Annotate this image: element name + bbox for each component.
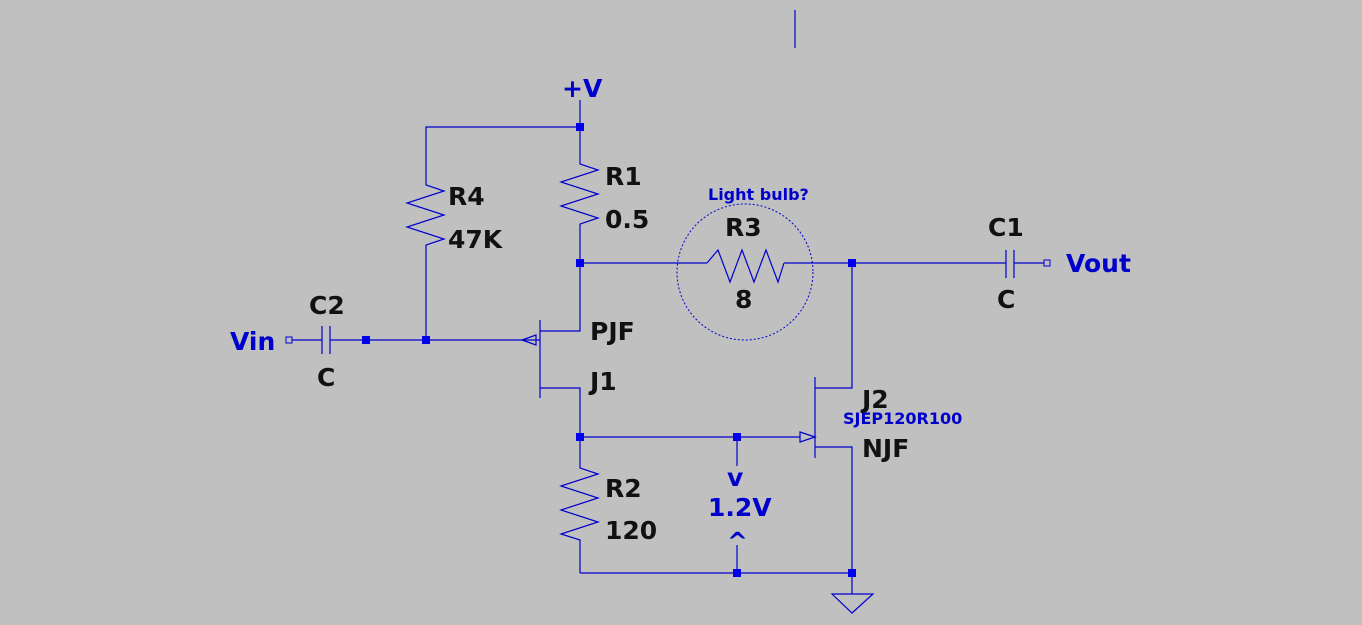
c1-value: C	[997, 285, 1015, 314]
junction-output	[848, 259, 856, 267]
c2-value: C	[317, 363, 335, 392]
supply-label: +V	[562, 74, 603, 103]
light-bulb-annotation-circle	[676, 203, 814, 341]
junction-ground	[848, 569, 856, 577]
r3-resistor[interactable]	[706, 248, 785, 284]
vout-port[interactable]	[1043, 259, 1051, 267]
voltage-probe-bottom-arrow: ^	[727, 527, 748, 556]
voltage-probe-label: 1.2V	[708, 493, 772, 522]
output-label: Vout	[1066, 249, 1131, 278]
j1-pjfet[interactable]	[520, 263, 581, 437]
r1-name: R1	[605, 162, 642, 191]
r2-value: 120	[605, 516, 657, 545]
voltage-probe-top-arrow: v	[727, 463, 743, 492]
j2-type: NJF	[862, 434, 909, 463]
c2-capacitor[interactable]	[292, 326, 366, 354]
junction-supply	[576, 123, 584, 131]
junction-dots	[362, 123, 856, 577]
c2-name: C2	[309, 291, 345, 320]
light-bulb-annotation: Light bulb?	[708, 185, 809, 204]
input-label: Vin	[230, 327, 275, 356]
c1-capacitor[interactable]	[1005, 250, 1044, 278]
c1-name: C1	[988, 213, 1024, 242]
r1-resistor[interactable]	[559, 155, 600, 263]
junction-probe-bottom	[733, 569, 741, 577]
junction-c2-right	[362, 336, 370, 344]
r1-value: 0.5	[605, 205, 649, 234]
junction-probe-top	[733, 433, 741, 441]
j2-njfet[interactable]	[814, 263, 853, 573]
r2-resistor[interactable]	[559, 437, 600, 573]
r4-name: R4	[448, 182, 485, 211]
r3-name: R3	[725, 213, 762, 242]
j1-type: PJF	[590, 317, 635, 346]
r2-name: R2	[605, 474, 642, 503]
junction-j1-source	[576, 433, 584, 441]
r4-value: 47K	[448, 225, 504, 254]
j2-name: J2	[860, 385, 889, 414]
r4-resistor[interactable]	[405, 180, 446, 255]
junction-gate-bias	[422, 336, 430, 344]
j2-model: SJEP120R100	[843, 409, 962, 428]
junction-r1-bottom	[576, 259, 584, 267]
j1-name: J1	[588, 367, 617, 396]
j2-gate-arrow	[799, 431, 817, 443]
ground-symbol	[830, 573, 875, 614]
r3-value: 8	[735, 285, 752, 314]
supply-rail	[425, 100, 581, 340]
vin-port[interactable]	[285, 336, 293, 344]
